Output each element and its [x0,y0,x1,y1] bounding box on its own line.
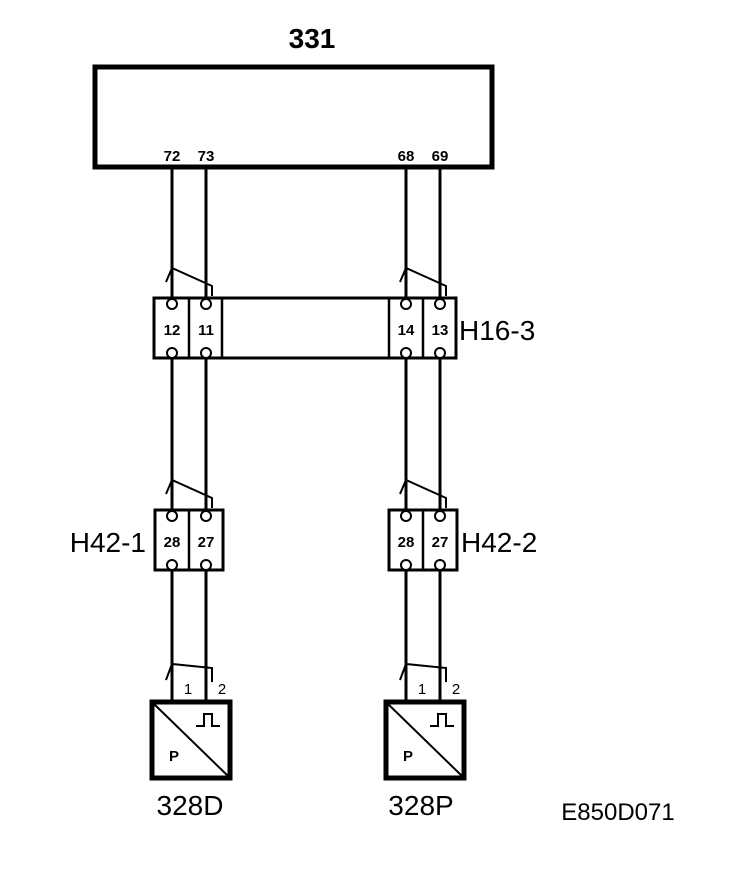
pin-73-label: 73 [198,148,215,165]
sensor-328d-label: 328D [157,790,224,821]
twist-marker-right-upper [399,266,447,296]
pin-socket [200,298,212,310]
pin-socket [200,510,212,522]
sensor-328p: 1 2 P 328P [383,681,467,821]
pin-socket [166,559,178,571]
pin-72-label: 72 [164,148,181,165]
pin-socket [200,347,212,359]
pin-socket [434,347,446,359]
sensor-328p-terminal-2: 2 [452,681,460,698]
wires [170,168,442,700]
pin-68-label: 68 [398,148,415,165]
connector-h42-2: 28 27 H42-2 [387,508,537,572]
h16-3-pin-11: 11 [198,322,214,339]
pulse-signal-icon [430,713,454,727]
control-unit-box [92,64,495,170]
sensor-328p-label: 328P [388,790,453,821]
sensor-328d-terminal-2: 2 [218,681,226,698]
pressure-symbol-label: P [403,748,413,765]
sensor-328d-terminal-1: 1 [184,681,192,698]
pin-socket [434,510,446,522]
h42-1-pin-28: 28 [164,534,181,551]
pin-socket [400,298,412,310]
h16-3-label: H16-3 [459,315,535,346]
h42-2-label: H42-2 [461,527,537,558]
pin-socket [200,559,212,571]
pin-socket [400,559,412,571]
twist-marker-left-middle [165,478,213,508]
pin-socket [166,347,178,359]
h42-1-label: H42-1 [70,527,146,558]
sensor-328p-diagonal [387,703,463,777]
h42-1-pin-27: 27 [198,534,215,551]
h42-2-pin-27: 27 [432,534,449,551]
twist-marker-left-lower [165,662,213,682]
h42-2-pin-28: 28 [398,534,415,551]
sensor-328d: 1 2 P 328D [149,681,233,821]
connector-h16-3: 12 11 14 13 H16-3 [152,296,535,360]
control-unit-label: 331 [289,23,336,54]
diagram-code: E850D071 [561,799,674,826]
pin-69-label: 69 [432,148,449,165]
pin-socket [434,559,446,571]
twist-marker-right-middle [399,478,447,508]
twist-marker-left-upper [165,266,213,296]
pin-socket [166,298,178,310]
pressure-symbol-label: P [169,748,179,765]
pin-socket [434,298,446,310]
h16-3-pin-14: 14 [398,322,415,339]
sensor-328d-diagonal [153,703,229,777]
pin-socket [400,510,412,522]
h16-3-pin-12: 12 [164,322,181,339]
sensor-328p-terminal-1: 1 [418,681,426,698]
connector-h42-1: 28 27 H42-1 [70,508,225,572]
pin-socket [400,347,412,359]
h16-3-pin-13: 13 [432,322,449,339]
twist-marker-right-lower [399,662,447,682]
control-unit-331: 331 72 73 68 69 [92,23,495,170]
pin-socket [166,510,178,522]
pulse-signal-icon [196,713,220,727]
twisted-pair-markers [165,266,447,682]
